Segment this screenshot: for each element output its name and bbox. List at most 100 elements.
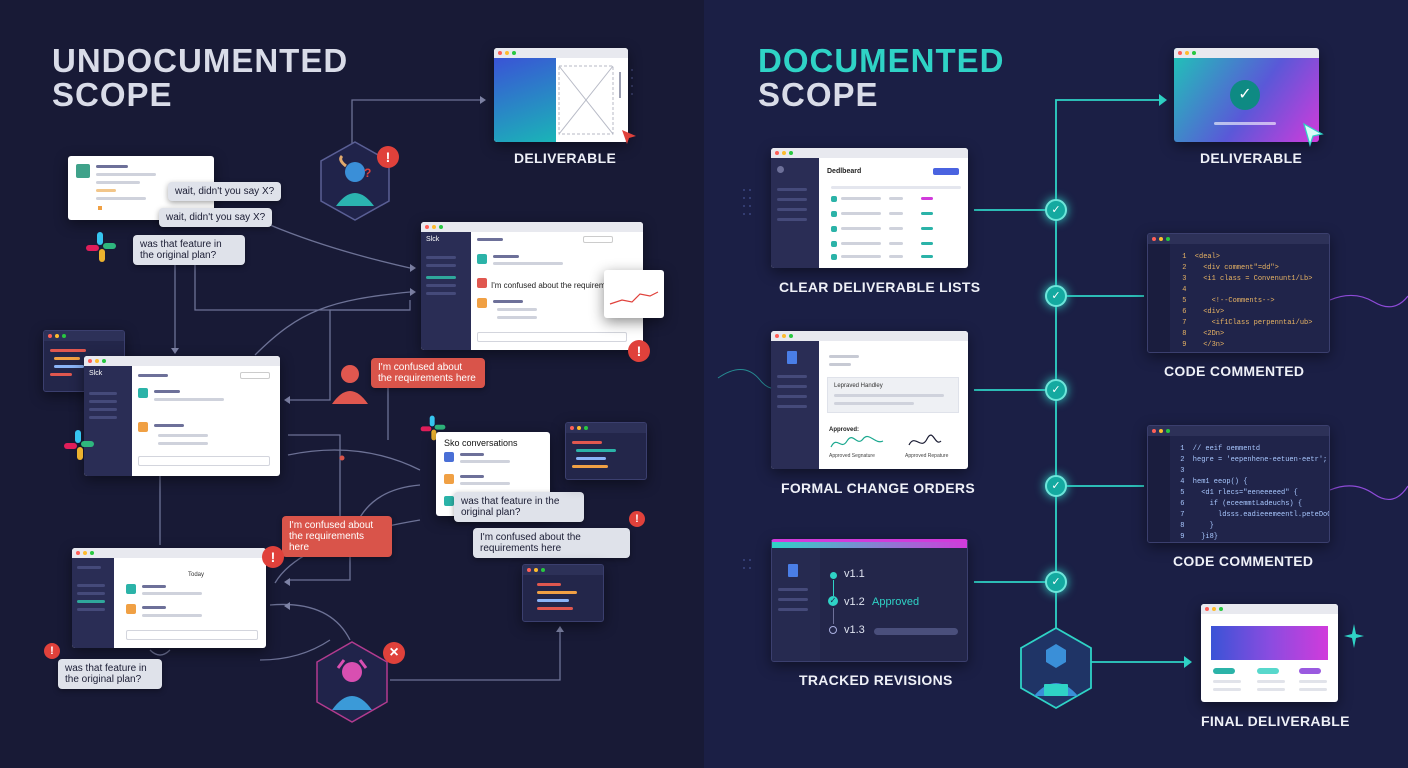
message-input[interactable]: [138, 456, 270, 466]
slack-window-bottom: Today: [72, 548, 266, 648]
chat-bubble-feature-plan: was that feature in the original plan?: [58, 659, 162, 689]
document-icon: [787, 351, 797, 364]
form-title: Lepraved Handley: [834, 383, 883, 389]
signature-2: [908, 434, 942, 446]
close-icon: ×: [383, 642, 405, 664]
deliverable-list-dashboard: Dedlbeard: [771, 148, 968, 268]
change-order-document: Lepraved Handley Approved: Approved Segn…: [771, 331, 968, 469]
chat-bubble-confused: I'm confused about the requirements here: [371, 358, 485, 388]
chat-bubble-confused: I'm confused about the requirements here: [282, 516, 392, 557]
feature-pill: [1299, 668, 1321, 674]
code-editor-window-1: 1 <deal> 2 <div comment"=dd"> 3 <i1 clas…: [1147, 233, 1330, 353]
deliverable-caption: DELIVERABLE: [514, 150, 617, 166]
right-title: DOCUMENTED SCOPE: [758, 44, 1005, 112]
code-editor-window-2: 1 // eeif oemmentd 2 hegre = 'eepenhene-…: [1147, 425, 1330, 543]
slack-sidebar: Slck: [421, 232, 471, 350]
final-deliverable-window: [1201, 604, 1338, 702]
checkpoint-icon: ✓: [1045, 199, 1067, 221]
signature-1: [830, 435, 884, 448]
feature-pill: [1257, 668, 1279, 674]
slack-logo-icon: [64, 430, 94, 460]
confident-person-icon: [1020, 626, 1092, 710]
check-icon: ✓: [828, 596, 838, 606]
wireframe-placeholder: [558, 65, 621, 135]
date-divider: Today: [188, 572, 205, 578]
revision-v1-3: v1.3: [844, 624, 865, 636]
checkpoint-icon: ✓: [1045, 379, 1067, 401]
alert-icon: !: [44, 643, 60, 659]
alert-icon: !: [262, 546, 284, 568]
alert-icon: !: [377, 146, 399, 168]
check-circle-icon: ✓: [1230, 80, 1260, 110]
dashboard-title: Dedlbeard: [827, 168, 862, 175]
slack-brand: Slck: [89, 370, 103, 377]
title-line-1: DOCUMENTED: [758, 42, 1005, 79]
gradient-block: [494, 58, 556, 142]
final-deliverable-caption: FINAL DELIVERABLE: [1201, 713, 1350, 729]
slack-brand: Slck: [426, 236, 440, 243]
user-avatar-icon: [332, 365, 368, 404]
message-input[interactable]: [477, 332, 627, 342]
search-input[interactable]: [240, 372, 270, 379]
code-commented-caption: CODE COMMENTED: [1164, 363, 1305, 379]
code-commented-caption: CODE COMMENTED: [1173, 553, 1314, 569]
document-icon: [788, 564, 798, 577]
commented-code-block: 1 <deal> 2 <div comment"=dd"> 3 <i1 clas…: [1182, 253, 1313, 349]
signature-label: Approved Repature: [905, 453, 949, 459]
deliverable-lists-caption: CLEAR DELIVERABLE LISTS: [779, 279, 981, 295]
left-title: UNDOCUMENTED SCOPE: [52, 44, 348, 112]
slack-logo-icon: [86, 232, 116, 262]
chat-bubble-say-x: wait, didn't you say X?: [159, 208, 273, 227]
cursor-icon: [622, 130, 636, 144]
progress-bar: [1214, 122, 1276, 125]
chart-popup: [604, 270, 664, 318]
code-window-dark: [522, 564, 604, 622]
chat-bubble-feature-plan: was that feature in the original plan?: [454, 492, 584, 522]
stressed-person-icon: [316, 641, 388, 723]
inline-confused-message: I'm confused about the requirements here: [491, 281, 639, 290]
tracked-revisions-caption: TRACKED REVISIONS: [799, 672, 953, 688]
question-icon: ?: [364, 166, 372, 180]
process-connector-lines: [717, 94, 1408, 668]
pending-bar: [874, 628, 958, 635]
conversations-title: Sko conversations: [444, 438, 518, 448]
deliverable-caption: DELIVERABLE: [1200, 150, 1303, 166]
signature-label: Approved Segnature: [829, 453, 875, 459]
revision-v1-1: v1.1: [844, 568, 865, 580]
approved-deliverable-window: ✓: [1174, 48, 1319, 142]
avatar: [76, 164, 90, 178]
title-line-2: SCOPE: [52, 76, 173, 113]
undocumented-scope-panel: UNDOCUMENTED SCOPE DELIVERABLE ! ? wait,…: [43, 43, 664, 723]
slack-logo-icon: [420, 415, 446, 441]
feature-pill: [1213, 668, 1235, 674]
approval-form-box: Lepraved Handley: [827, 377, 959, 413]
chat-bubble-say-x: wait, didn't you say X?: [168, 182, 282, 201]
search-input[interactable]: [583, 236, 613, 243]
approved-label: Approved:: [829, 427, 859, 433]
sparkle-icon: [1344, 624, 1364, 648]
slack-window-secondary: Slck: [84, 356, 280, 476]
alert-icon: !: [629, 511, 645, 527]
checkpoint-icon: ✓: [1045, 571, 1067, 593]
new-item-button[interactable]: [933, 168, 959, 175]
commented-code-block: 1 // eeif oemmentd 2 hegre = 'eepenhene-…: [1180, 445, 1329, 541]
title-line-2: SCOPE: [758, 76, 879, 113]
chat-bubble-confused: I'm confused about the requirements here: [473, 528, 630, 558]
code-window-dark: [565, 422, 647, 480]
cursor-icon: [1303, 122, 1324, 148]
slack-window-main: Slck I'm confused about the requirements…: [421, 222, 643, 350]
change-orders-caption: FORMAL CHANGE ORDERS: [781, 480, 975, 496]
frustrated-person-icon: [320, 141, 390, 221]
messy-deliverable-window: [494, 48, 628, 142]
window-titlebar: [494, 48, 628, 58]
title-line-1: UNDOCUMENTED: [52, 42, 349, 79]
hero-banner: [1211, 626, 1328, 660]
revision-status-approved: Approved: [872, 596, 920, 608]
revision-v1-2: v1.2: [844, 596, 865, 608]
revisions-window: v1.1 ✓ v1.2 Approved v1.3: [771, 539, 968, 662]
documented-scope-panel: DOCUMENTED SCOPE ✓ DELIVERABLE Dedlbeard: [704, 0, 1408, 768]
window-titlebar: [421, 222, 643, 232]
message-input[interactable]: [126, 630, 258, 640]
checkpoint-icon: ✓: [1045, 285, 1067, 307]
alert-icon: !: [628, 340, 650, 362]
